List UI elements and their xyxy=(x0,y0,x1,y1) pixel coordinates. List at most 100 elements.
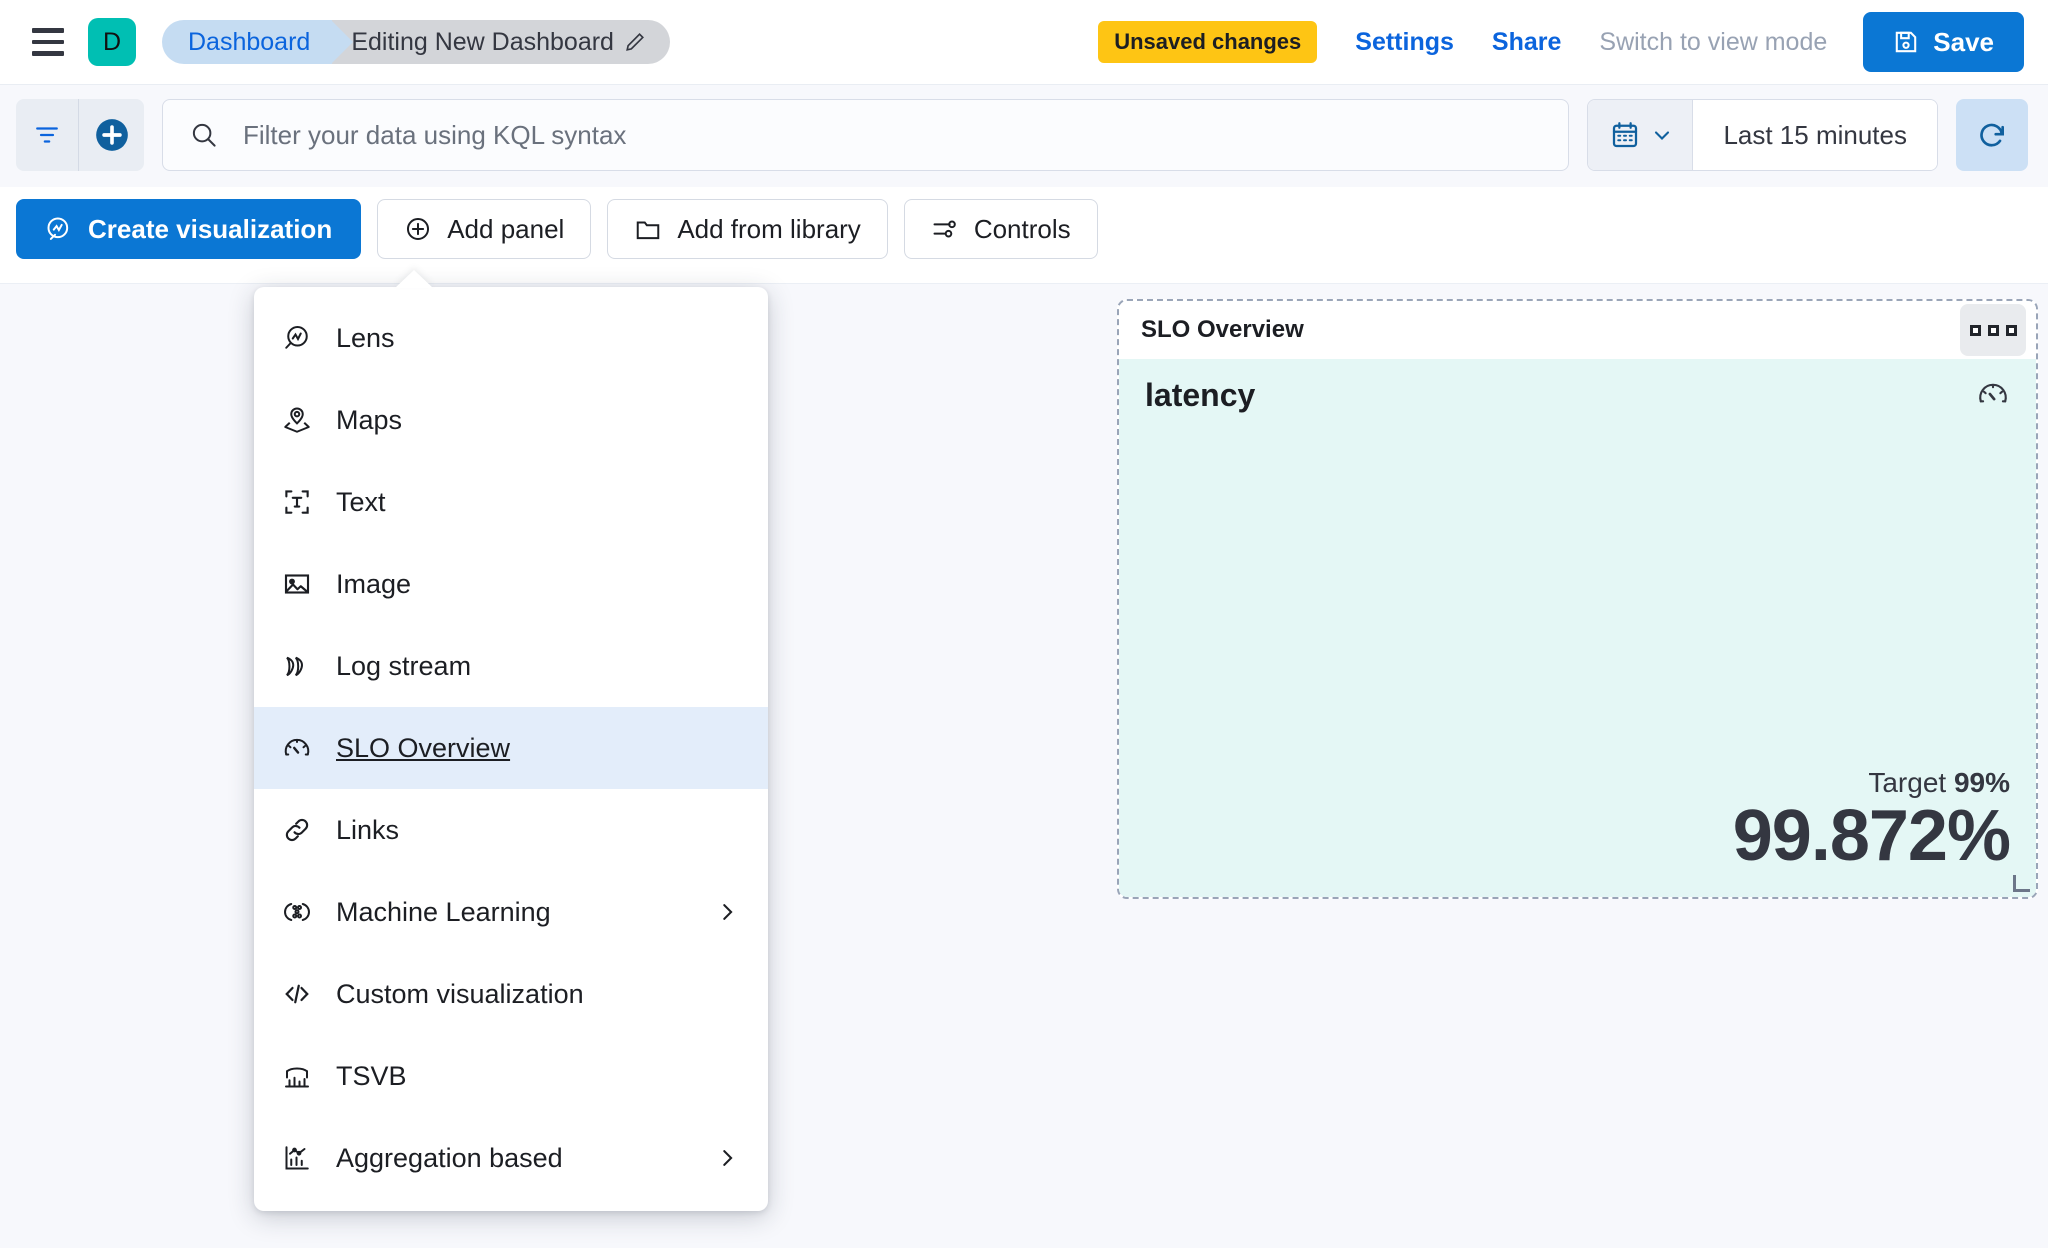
controls-button[interactable]: Controls xyxy=(903,199,1098,259)
date-picker: Last 15 minutes xyxy=(1587,99,1938,171)
status-badge-unsaved[interactable]: Unsaved changes xyxy=(1098,21,1318,63)
lens-icon xyxy=(285,326,308,349)
panel-context-menu-icon[interactable] xyxy=(1960,304,2026,356)
menu-item-machine-learning[interactable]: Machine Learning xyxy=(254,871,768,953)
slo-target: Target 99% xyxy=(1145,767,2010,799)
ml-icon xyxy=(284,903,310,921)
breadcrumb-dashboard[interactable]: Dashboard xyxy=(162,20,354,64)
share-link[interactable]: Share xyxy=(1491,27,1562,56)
gauge-icon xyxy=(1979,383,2007,403)
folder-icon xyxy=(637,221,660,240)
menu-item-label: Text xyxy=(336,486,386,517)
log-stream-icon xyxy=(286,656,304,677)
link-icon xyxy=(285,818,309,842)
menu-item-label: Maps xyxy=(336,404,403,435)
refresh-icon xyxy=(1980,123,2004,147)
menu-item-label: Image xyxy=(336,568,412,599)
menu-item-tsvb[interactable]: TSVB xyxy=(254,1035,768,1117)
floppy-disk-icon xyxy=(1896,31,1917,53)
save-button[interactable]: Save xyxy=(1863,12,2024,72)
menu-item-links[interactable]: Links xyxy=(254,789,768,871)
filter-options-button[interactable] xyxy=(16,99,78,171)
save-button-label: Save xyxy=(1933,26,1994,57)
resize-handle-icon[interactable] xyxy=(2013,875,2030,892)
panel-header: SLO Overview xyxy=(1119,301,2036,359)
pencil-icon[interactable] xyxy=(624,31,646,53)
menu-item-aggregation-based[interactable]: Aggregation based xyxy=(254,1117,768,1199)
menu-item-label: Machine Learning xyxy=(336,896,551,927)
add-filter-button[interactable] xyxy=(78,99,144,171)
query-bar: Filter your data using KQL syntax Last 1… xyxy=(0,84,2048,187)
refresh-button[interactable] xyxy=(1956,99,2028,171)
menu-item-text[interactable]: Text xyxy=(254,461,768,543)
menu-item-lens[interactable]: Lens xyxy=(254,297,768,379)
add-from-library-button[interactable]: Add from library xyxy=(607,199,888,259)
panel-title: SLO Overview xyxy=(1141,316,1304,343)
context-dot xyxy=(1987,324,1999,336)
chevron-right-icon xyxy=(723,904,733,920)
menu-item-slo-overview[interactable]: SLO Overview xyxy=(254,707,768,789)
create-visualization-button[interactable]: Create visualization xyxy=(16,199,362,259)
image-icon xyxy=(284,574,310,594)
filter-controls-group xyxy=(16,99,144,171)
plus-circle-icon xyxy=(407,217,430,241)
context-dot xyxy=(1969,324,1981,336)
agg-chart-icon xyxy=(285,1146,309,1170)
menu-item-image[interactable]: Image xyxy=(254,543,768,625)
chevron-down-icon xyxy=(1655,131,1670,140)
code-icon xyxy=(285,984,309,1004)
slo-target-value: 99% xyxy=(1953,767,2010,799)
context-dot xyxy=(2005,324,2017,336)
date-range-value[interactable]: Last 15 minutes xyxy=(1693,100,1937,170)
text-icon xyxy=(285,490,309,514)
slo-target-label: Target xyxy=(1868,767,1947,799)
create-visualization-label: Create visualization xyxy=(88,213,333,244)
hamburger-menu-icon[interactable] xyxy=(26,20,70,64)
search-input[interactable]: Filter your data using KQL syntax xyxy=(162,99,1570,171)
controls-sliders-icon xyxy=(933,220,956,238)
menu-item-label: TSVB xyxy=(336,1060,407,1091)
menu-item-custom-visualization[interactable]: Custom visualization xyxy=(254,953,768,1035)
menu-item-log-stream[interactable]: Log stream xyxy=(254,625,768,707)
menu-pointer-arrow xyxy=(395,270,433,288)
breadcrumb-current-title[interactable]: Editing New Dashboard xyxy=(311,20,670,64)
switch-to-view-mode-link[interactable]: Switch to view mode xyxy=(1599,27,1828,56)
slo-metric-name: latency xyxy=(1145,377,1256,413)
chevron-right-icon xyxy=(723,1150,733,1166)
add-circle-icon xyxy=(95,119,128,151)
panel-body-top: latency xyxy=(1145,377,2010,414)
menu-item-label: Lens xyxy=(336,322,395,353)
dashboard-editing-toolbar: Create visualization Add panel Add from … xyxy=(0,187,2048,275)
slo-sli-value: 99.872% xyxy=(1732,796,2011,877)
filter-icon xyxy=(36,127,58,143)
menu-item-label: Log stream xyxy=(336,650,472,681)
gauge-icon xyxy=(284,738,310,756)
settings-link[interactable]: Settings xyxy=(1355,27,1454,56)
menu-item-label: Custom visualization xyxy=(336,978,584,1009)
app-header: D Dashboard Editing New Dashboard Unsave… xyxy=(0,0,2048,84)
avatar[interactable]: D xyxy=(88,18,136,66)
search-input-placeholder: Filter your data using KQL syntax xyxy=(243,119,627,150)
search-icon xyxy=(192,123,216,147)
date-quick-select-button[interactable] xyxy=(1588,100,1694,170)
calendar-icon xyxy=(1613,122,1638,148)
breadcrumb-dashboard-label: Dashboard xyxy=(188,27,311,56)
header-actions: Unsaved changes Settings Share Switch to… xyxy=(1098,12,2024,72)
menu-item-label: Aggregation based xyxy=(336,1142,563,1173)
add-from-library-label: Add from library xyxy=(677,213,861,244)
breadcrumb-current-label: Editing New Dashboard xyxy=(351,27,614,56)
menu-item-label: SLO Overview xyxy=(336,732,511,763)
controls-label: Controls xyxy=(973,213,1071,244)
maps-icon xyxy=(284,407,310,433)
add-panel-button[interactable]: Add panel xyxy=(377,199,592,259)
menu-item-label: Links xyxy=(336,814,400,845)
slo-overview-panel[interactable]: SLO Overview latency Target 99% 99.872% xyxy=(1117,299,2038,899)
breadcrumb: Dashboard Editing New Dashboard xyxy=(162,20,670,64)
panel-body-bottom: Target 99% 99.872% xyxy=(1145,767,2011,877)
panel-body: latency Target 99% 99.872% xyxy=(1119,359,2036,897)
add-panel-menu: Lens Maps Text Image Log stream xyxy=(254,270,768,1211)
menu-item-maps[interactable]: Maps xyxy=(254,379,768,461)
tsvb-icon xyxy=(285,1067,309,1088)
lens-icon xyxy=(47,217,69,240)
add-panel-label: Add panel xyxy=(447,213,565,244)
